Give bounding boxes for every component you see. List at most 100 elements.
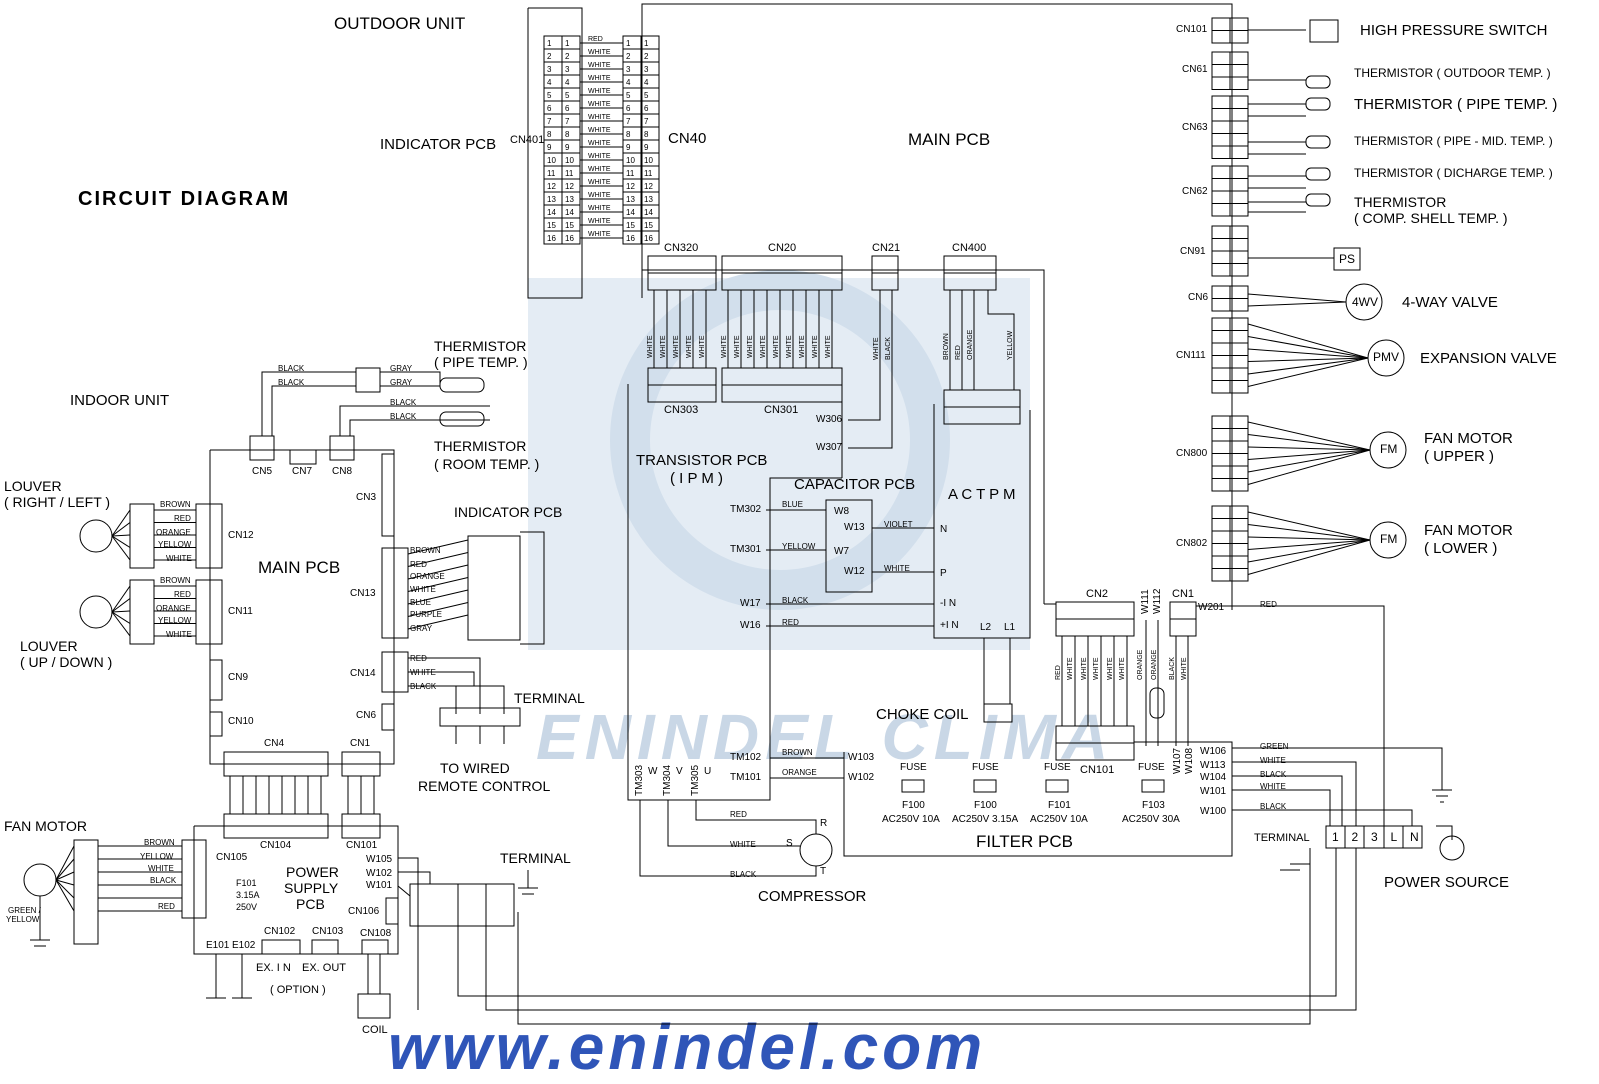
louver-wire	[111, 611, 131, 637]
louver-rl-label: LOUVER	[4, 478, 62, 494]
indoor-wire-color-tag: WHITE	[166, 630, 192, 639]
cn13-wire	[407, 539, 469, 555]
psu-line3: PCB	[296, 896, 325, 912]
bundle-wire-color: WHITE	[734, 335, 741, 358]
wire-color-tag: YELLOW	[782, 542, 816, 551]
terminal-label: W104	[1200, 772, 1227, 783]
pmv-wire	[1247, 323, 1369, 359]
phase-label: V	[676, 766, 683, 777]
pin-number: 3	[565, 65, 570, 74]
cn400-wire-color: BROWN	[943, 333, 950, 360]
pin-number: 5	[626, 91, 631, 100]
pin-number: 1	[644, 39, 649, 48]
right-connector-label: CN800	[1176, 448, 1208, 459]
right-item-label: FAN MOTOR	[1424, 522, 1513, 539]
pin-number: 6	[626, 104, 631, 113]
pin-number: 5	[644, 91, 649, 100]
cn401-label: CN401	[510, 134, 545, 146]
watermark-logo	[528, 270, 1030, 650]
pin-number: 7	[626, 117, 631, 126]
louver-ud-sub: ( UP / DOWN )	[20, 654, 113, 670]
thermistor-pipe-sub: ( PIPE TEMP. )	[434, 354, 528, 370]
thermistor-symbol	[1305, 167, 1331, 181]
indoor-wire-color-tag: WHITE	[410, 668, 436, 677]
pin-number: 2	[547, 52, 552, 61]
psu-fuse-amp: 3.15A	[236, 890, 260, 900]
wired-remote-sub: REMOTE CONTROL	[418, 778, 551, 794]
louver-wire	[111, 522, 131, 537]
wire-color-tag: BLACK	[730, 870, 757, 879]
green-yellow-label: GREEN /	[8, 906, 41, 915]
pin-number: 12	[565, 182, 574, 191]
pin-number: 14	[547, 208, 556, 217]
indoor-wire-color-tag: RED	[410, 560, 427, 569]
indoor-wire-color-tag: RED	[174, 590, 191, 599]
wire-color-tag: BLACK	[1260, 770, 1287, 779]
indoor-main-pcb-label: MAIN PCB	[258, 558, 341, 577]
pin-number: 3	[547, 65, 552, 74]
cn40-wire-color: WHITE	[588, 205, 611, 212]
fuse-name: F101	[1048, 800, 1071, 811]
indoor-connector-label: CN13	[350, 588, 376, 599]
choke-terminal-label: L1	[1004, 622, 1016, 633]
indoor-terminal2-label: TERMINAL	[500, 850, 571, 866]
pin-number: 13	[644, 195, 653, 204]
bundle-wire-color: WHITE	[673, 335, 680, 358]
cn20-label: CN20	[768, 242, 797, 254]
pin-number: 14	[626, 208, 635, 217]
wire-color-tag: RED	[782, 618, 799, 627]
actpm-terminal-label: -I N	[940, 598, 957, 609]
wire-color-tag: WHITE	[1260, 756, 1286, 765]
pin-number: 14	[644, 208, 653, 217]
green-yellow-sub: YELLOW	[6, 915, 40, 924]
pin-number: 9	[644, 143, 649, 152]
pin-number: 4	[644, 78, 649, 87]
psu-fuse-name: F101	[236, 878, 257, 888]
terminal-label: W107	[1172, 747, 1183, 774]
indoor-wire-color-tag: BROWN	[160, 500, 191, 509]
cn13-wire	[407, 577, 469, 592]
indoor-connector-label: E101	[206, 940, 230, 951]
indoor-wire-color-tag: ORANGE	[410, 572, 445, 581]
indoor-wire-color-tag: BROWN	[410, 546, 441, 555]
indoor-wire-color-tag: WHITE	[410, 585, 436, 594]
pin-number: 4	[626, 78, 631, 87]
fm-upper-wire	[1247, 449, 1371, 473]
pin-number: 1	[547, 39, 552, 48]
indoor-wire-color-tag: GRAY	[390, 364, 413, 373]
cn13-wire	[407, 589, 469, 605]
right-item-label: FAN MOTOR	[1424, 430, 1513, 447]
actpm-terminal-label: N	[940, 524, 948, 535]
louver-wire	[111, 509, 131, 537]
pin-number: 15	[565, 221, 574, 230]
hp-switch	[1309, 19, 1339, 43]
coil-label: COIL	[362, 1024, 388, 1036]
indoor-connector-label: CN101	[346, 840, 378, 851]
cn40-wire-color: WHITE	[588, 49, 611, 56]
wired-remote-label: TO WIRED	[440, 760, 510, 776]
right-connector-label: CN6	[1188, 292, 1209, 303]
terminal-label: TM302	[730, 504, 762, 515]
pin-number: 13	[565, 195, 574, 204]
fuse-label: FUSE	[1044, 762, 1071, 773]
bundle-wire-color: WHITE	[825, 335, 832, 358]
thermistor-symbol	[1305, 193, 1331, 207]
indoor-connector-label: W102	[366, 868, 393, 879]
fm-lower-wire	[1247, 536, 1371, 541]
wire-color-tag: ORANGE	[782, 768, 817, 777]
cn40-wire-color: WHITE	[588, 218, 611, 225]
symbol-label: FM	[1380, 442, 1398, 456]
fuse-rating: AC250V 30A	[1122, 814, 1180, 825]
cn40-wire-color: WHITE	[588, 231, 611, 238]
cn40-wire-color: WHITE	[588, 114, 611, 121]
fan-wire	[55, 879, 75, 899]
indoor-indicator-pcb-label: INDICATOR PCB	[454, 504, 563, 520]
right-item-sub: ( UPPER )	[1424, 448, 1495, 465]
pin-number: 10	[626, 156, 635, 165]
pin-number: 4	[547, 78, 552, 87]
pin-number: 16	[547, 234, 556, 243]
cn40-label: CN40	[668, 130, 707, 147]
cn40-wire-color: WHITE	[588, 75, 611, 82]
pin-number: 6	[547, 104, 552, 113]
